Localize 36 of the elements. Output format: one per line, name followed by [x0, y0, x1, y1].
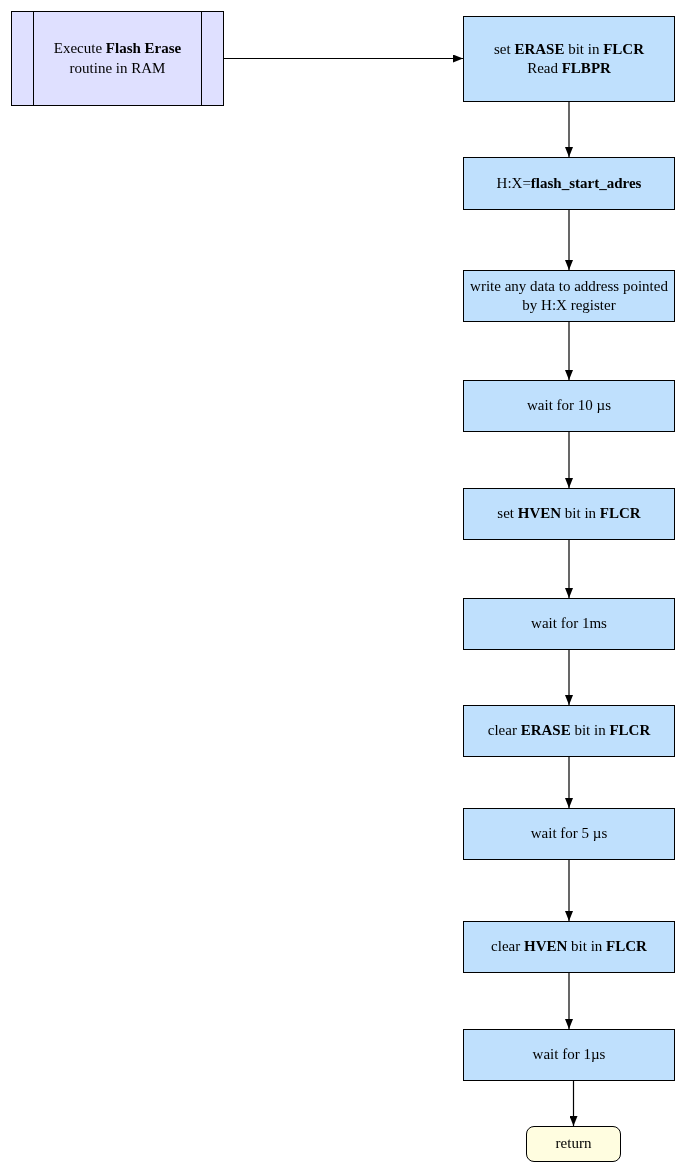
process-box	[463, 598, 675, 650]
subroutine-box	[11, 11, 224, 106]
node-text: H:X=flash_start_adres	[496, 173, 642, 193]
node-text: Execute Flash Erase routine in RAM	[52, 39, 183, 78]
process-box	[463, 16, 675, 102]
node-text: write any data to address pointed by H:X register	[469, 276, 669, 315]
node-text: set ERASE bit in FLCR	[493, 39, 645, 59]
process-box	[463, 488, 675, 540]
node-text: wait for 1µs	[532, 1045, 606, 1065]
process-box	[463, 705, 675, 757]
arrow	[565, 756, 573, 809]
arrow	[565, 649, 573, 706]
arrow	[565, 431, 573, 489]
arrow	[565, 539, 573, 599]
node-text: wait for 10 µs	[526, 396, 611, 416]
process-box	[463, 157, 675, 210]
process-box	[463, 808, 675, 860]
arrow	[565, 321, 573, 381]
node-text: set HVEN bit in FLCR	[497, 504, 641, 524]
arrow	[569, 1080, 578, 1127]
process-box	[463, 1029, 675, 1081]
node-text: wait for 5 µs	[530, 824, 608, 844]
node-text: Read FLBPR	[527, 59, 611, 78]
arrow	[565, 859, 573, 922]
arrow	[565, 209, 573, 271]
process-box	[463, 380, 675, 432]
node-text: clear ERASE bit in FLCR	[487, 721, 651, 741]
arrow	[565, 101, 573, 158]
process-box	[463, 270, 675, 322]
process-box	[463, 921, 675, 973]
arrow	[223, 54, 464, 63]
node-text: clear HVEN bit in FLCR	[491, 937, 647, 957]
node-text: wait for 1ms	[531, 614, 607, 634]
terminal-box	[526, 1126, 621, 1162]
arrow	[565, 972, 573, 1030]
node-text: return	[555, 1134, 592, 1154]
